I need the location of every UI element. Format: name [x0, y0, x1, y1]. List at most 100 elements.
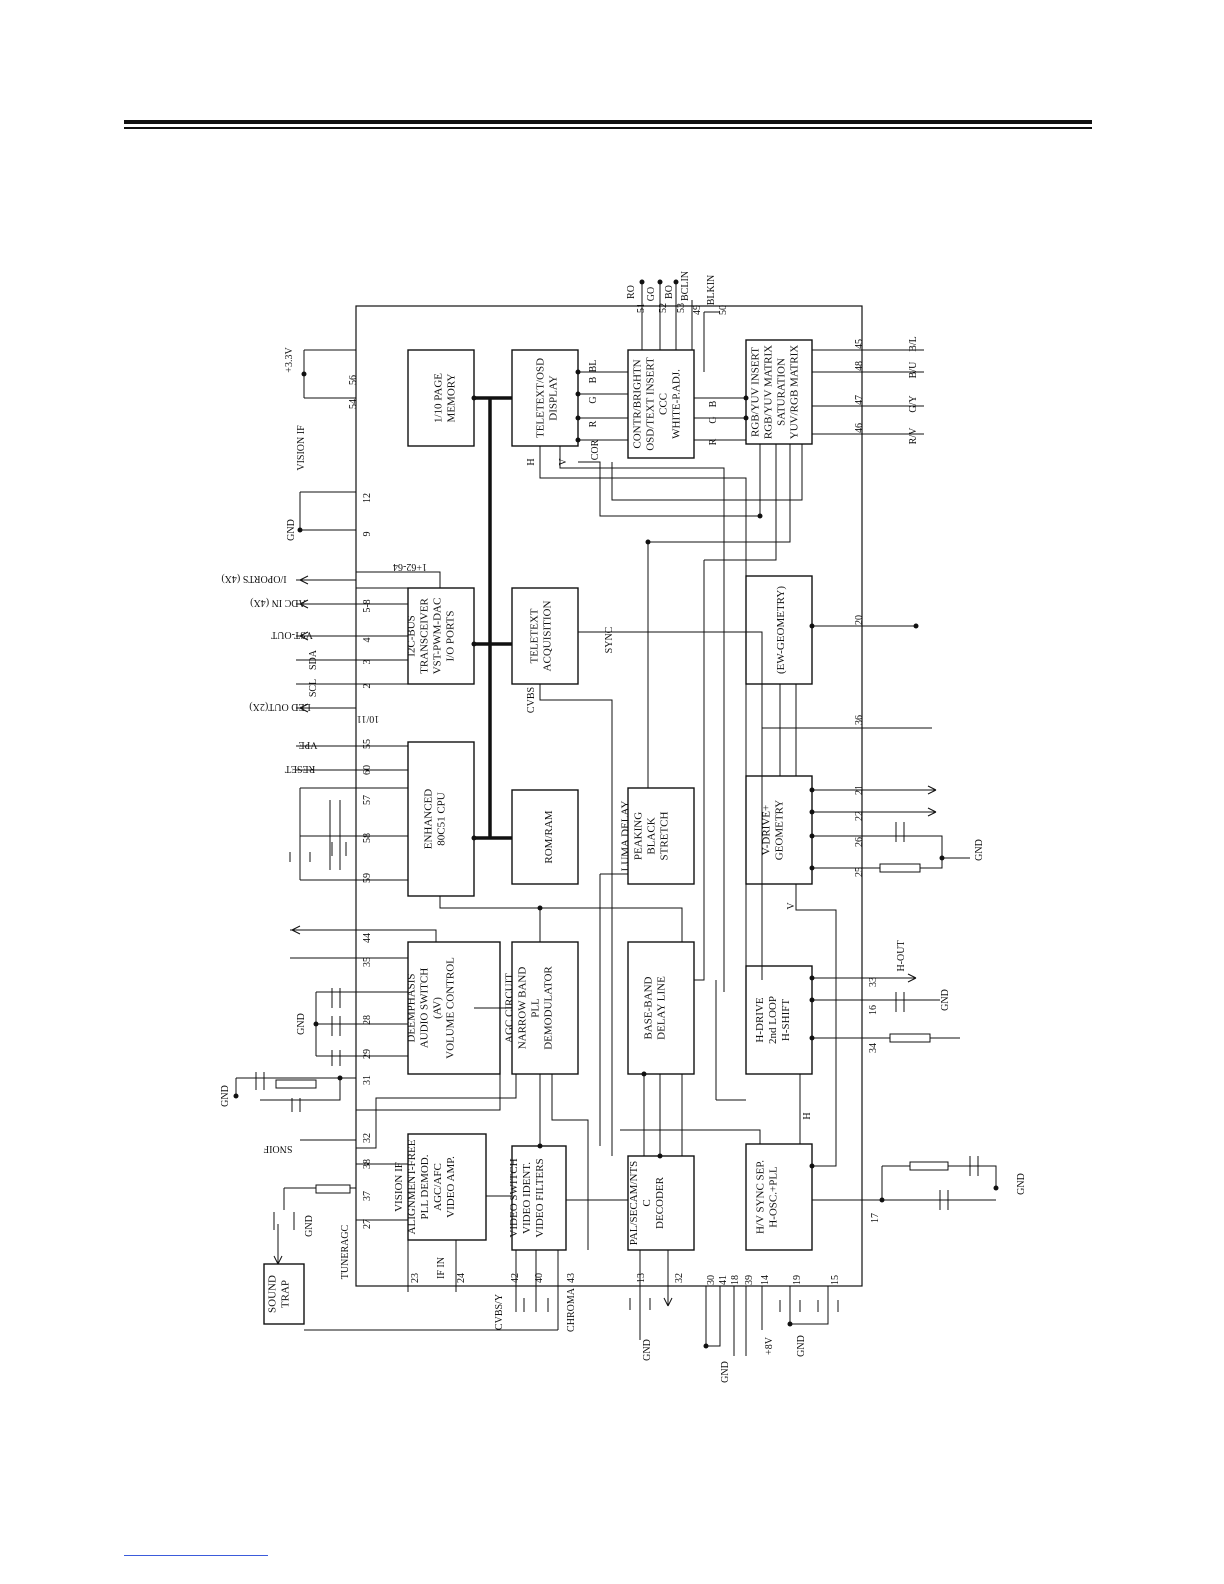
pin-2: 2 — [362, 684, 373, 689]
ic-outline — [355, 305, 863, 1287]
label-gy-in: G/Y — [908, 395, 919, 412]
pin-43: 43 — [566, 1273, 577, 1283]
wires — [235, 282, 997, 1356]
pin-3: 3 — [362, 660, 373, 665]
pin-44: 44 — [362, 933, 373, 943]
label-gnd-13: GND — [642, 1339, 653, 1361]
pin-42: 42 — [510, 1273, 521, 1283]
block-cpu-label: ENHANCED80C51 CPU — [423, 789, 448, 850]
block-page-memory-label: 1/10 PAGEMEMORY — [433, 373, 458, 423]
pin-9: 9 — [362, 532, 373, 537]
label-go: GO — [646, 287, 657, 301]
pin-49: 49 — [692, 305, 703, 315]
label-chroma: CHROMA — [566, 1287, 577, 1332]
pin-50: 50 — [718, 305, 729, 315]
label-tuneragc: TUNERAGC — [340, 1224, 351, 1279]
block-hv-sync-label: H/V SYNC SEP.H-OSC.+PLL — [755, 1160, 780, 1234]
block-pal-decoder-label: PAL/SECAM/NTSCDECODER — [628, 1161, 666, 1246]
pin-53: 53 — [676, 303, 687, 313]
label-gnd-31: GND — [220, 1085, 231, 1107]
label-r-mx: R — [708, 438, 719, 445]
pin-45: 45 — [854, 339, 865, 349]
pin-26: 26 — [854, 837, 865, 847]
label-rv-in: R/V — [908, 427, 919, 444]
pin-39: 39 — [744, 1275, 755, 1285]
block-h-drive: H-DRIVE2nd LOOPH-SHIFT — [745, 965, 813, 1075]
block-agc-label: AGC CIRCUITNARROW BANDPLLDEMODULATOR — [504, 966, 555, 1050]
block-cpu: ENHANCED80C51 CPU — [407, 741, 475, 897]
passive-components — [255, 822, 979, 1312]
pin-34: 34 — [868, 1043, 879, 1053]
block-agc: AGC CIRCUITNARROW BANDPLLDEMODULATOR — [504, 941, 579, 1075]
label-gnd-17: GND — [1016, 1173, 1027, 1195]
arrows — [273, 575, 937, 1307]
label-led-out: LED OUT(2X) — [249, 701, 310, 712]
pin-38: 38 — [362, 1159, 373, 1169]
block-deemphasis-label: DEEMPHASISAUDIO SWITCH(AV)VOLUME CONTROL — [406, 957, 457, 1059]
pin-20: 20 — [854, 615, 865, 625]
pin-17: 17 — [870, 1213, 881, 1223]
pin-41: 41 — [718, 1275, 729, 1285]
junction-dots — [233, 279, 999, 1349]
pin-60: 60 — [362, 765, 373, 775]
pin-58: 58 — [362, 833, 373, 843]
block-rom-ram: ROM/RAM — [511, 789, 579, 885]
block-ew-geometry: (EW-GEOMETRY) — [745, 575, 813, 685]
label-h-osd: H — [526, 458, 537, 465]
block-teletext-osd: TELETEXT/OSDDISPLAY — [511, 349, 579, 447]
label-adc-in: ADC IN (4X) — [250, 597, 306, 608]
pin-4: 4 — [362, 638, 373, 643]
pin-19: 19 — [792, 1275, 803, 1285]
label-ro: RO — [626, 285, 637, 299]
label-scl: SCL — [308, 679, 319, 697]
label-snoif: SNOIF — [263, 1143, 292, 1154]
pin-32: 32 — [362, 1133, 373, 1143]
pin-12: 12 — [362, 493, 373, 503]
pin-52: 52 — [658, 303, 669, 313]
text-labels: +3.3V VISION IF GND I/OPORTS (4X) ADC IN… — [220, 271, 1027, 1383]
pin-35: 35 — [362, 957, 373, 967]
label-gnd-top: GND — [286, 519, 297, 541]
label-reset: RESET — [285, 763, 316, 774]
block-vision-if-label: VISION IFALIGNMENT-FREEPLL DEMOD.AGC/AFC… — [393, 1139, 457, 1234]
pin-51: 51 — [636, 303, 647, 313]
label-gnd-37: GND — [304, 1215, 315, 1237]
pin-22: 22 — [854, 811, 865, 821]
block-pal-decoder: PAL/SECAM/NTSCDECODER — [627, 1155, 695, 1251]
pin-47: 47 — [854, 395, 865, 405]
pin-59: 59 — [362, 873, 373, 883]
pin-32b: 32 — [674, 1273, 685, 1283]
label-blkin: BLKIN — [706, 275, 717, 306]
pin-55: 55 — [362, 739, 373, 749]
block-video-switch: VIDEO SWITCHVIDEO IDENT.VIDEO FILTERS — [508, 1145, 567, 1251]
pin-36: 36 — [854, 715, 865, 725]
label-p1062: 1+62-64 — [393, 561, 427, 572]
label-h-out: H-OUT — [896, 940, 907, 971]
label-g-mx: G — [708, 416, 719, 423]
label-gnd-19: GND — [796, 1335, 807, 1357]
block-luma: LUMA DELAYPEAKINGBLACKSTRETCH — [620, 787, 695, 885]
block-h-drive-label: H-DRIVE2nd LOOPH-SHIFT — [754, 996, 792, 1044]
label-cvbs: CVBS — [526, 687, 537, 713]
label-h-hsync: H — [802, 1112, 813, 1119]
label-r-osd: R — [588, 420, 599, 427]
pin-37: 37 — [362, 1191, 373, 1201]
pin-57: 57 — [362, 795, 373, 805]
block-i2c-label: I2C-BUSTRANSCEIVERVST-PWM-DACI/O PORTS — [406, 597, 457, 674]
block-contr-bright: CONTR/BRIGHTNOSD/TEXT INSERTCCCWHITE-P.A… — [627, 349, 695, 459]
pin-18: 18 — [730, 1275, 741, 1285]
block-contr-bright-label: CONTR/BRIGHTNOSD/TEXT INSERTCCCWHITE-P.A… — [632, 357, 683, 451]
label-sda: SDA — [308, 649, 319, 670]
pin-23: 23 — [410, 1273, 421, 1283]
label-cor: COR — [590, 439, 601, 460]
cpu-bus — [474, 396, 512, 840]
label-bo: BO — [664, 285, 675, 299]
block-page-memory: 1/10 PAGEMEMORY — [407, 349, 475, 447]
block-sound-trap-label: SOUNDTRAP — [267, 1275, 292, 1313]
label-bu-in: B/U — [908, 361, 919, 378]
block-sound-trap: SOUNDTRAP — [263, 1263, 305, 1325]
pin-27: 27 — [362, 1219, 373, 1229]
label-gnd-26: GND — [974, 839, 985, 861]
block-rgb-yuv-label: RGB/YUV INSERTRGB/YUV MATRIXSATURATIONYU… — [750, 345, 801, 439]
